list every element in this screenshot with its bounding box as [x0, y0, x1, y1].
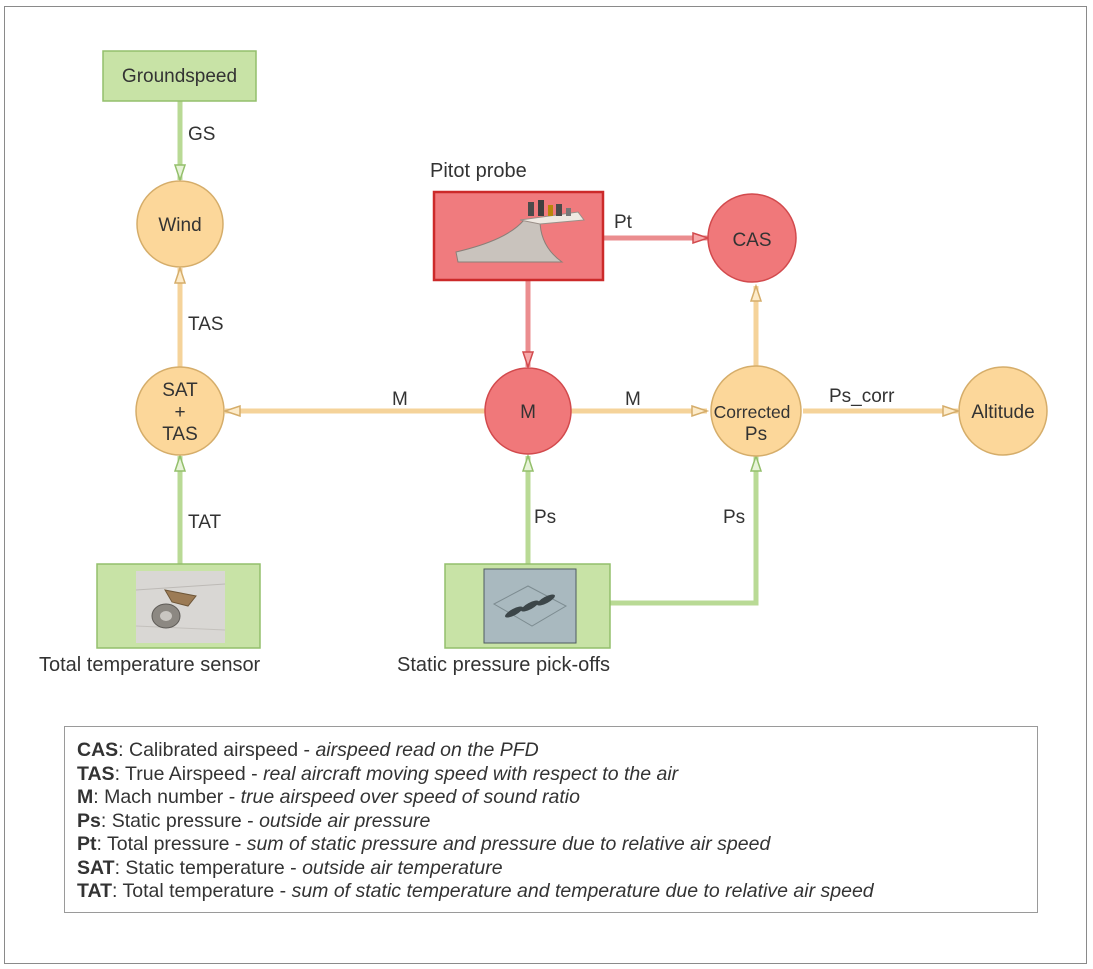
- cas-label: CAS: [732, 230, 771, 251]
- legend-row-pt: Pt: Total pressure - sum of static press…: [77, 833, 1025, 857]
- legend-desc: : Mach number -: [93, 786, 241, 808]
- altitude-label: Altitude: [971, 402, 1034, 423]
- edge-label-tas: TAS: [188, 314, 224, 335]
- legend-note: sum of static pressure and pressure due …: [246, 833, 771, 855]
- legend-desc: : Total temperature -: [112, 880, 292, 902]
- legend-desc: : Static pressure -: [100, 809, 260, 832]
- figure-frame: [4, 6, 1087, 964]
- edge-label-ps-corr: Ps_corr: [829, 386, 895, 407]
- static-pressure-sensor: [444, 563, 611, 649]
- edge-label-tat: TAT: [188, 512, 221, 533]
- legend-row-sat: SAT: Static temperature - outside air te…: [77, 857, 1025, 881]
- legend-note: sum of static temperature and temperatur…: [291, 880, 874, 902]
- legend-note: airspeed read on the PFD: [315, 739, 539, 761]
- pitot-probe-image: [455, 200, 585, 263]
- static-pressure-image: [483, 568, 577, 644]
- legend-desc: : Total pressure -: [96, 833, 247, 855]
- pitot-caption: Pitot probe: [430, 160, 527, 182]
- altitude-node: Altitude: [958, 366, 1048, 456]
- edge-label-pt: Pt: [614, 212, 633, 233]
- edge-label-m-right: M: [625, 389, 641, 410]
- sat-tas-line-3: TAS: [162, 424, 198, 445]
- legend-term: CAS: [77, 739, 119, 761]
- legend-term: Ps: [77, 809, 101, 832]
- sat-tas-line-1: SAT: [162, 380, 198, 401]
- legend-term: M: [77, 786, 94, 808]
- legend-term: Pt: [77, 833, 97, 855]
- edge-label-ps-right: Ps: [723, 507, 745, 528]
- groundspeed-label: Groundspeed: [122, 66, 237, 87]
- wind-node: Wind: [136, 180, 224, 268]
- sat-tas-node: SAT + TAS: [135, 366, 225, 456]
- total-temperature-caption: Total temperature sensor: [39, 654, 261, 676]
- legend-note: outside air pressure: [259, 809, 431, 832]
- legend-term: TAS: [77, 762, 115, 785]
- legend-row-m: M: Mach number - true airspeed over spee…: [77, 786, 1025, 810]
- legend-row-cas: CAS: Calibrated airspeed - airspeed read…: [77, 739, 1025, 763]
- legend-term: TAT: [77, 880, 113, 902]
- legend-row-tat: TAT: Total temperature - sum of static t…: [77, 880, 1025, 904]
- edge-ps-right: [610, 456, 756, 606]
- corrected-ps-node: Corrected Ps: [710, 365, 802, 457]
- edge-label-gs: GS: [188, 124, 215, 145]
- pitot-probe-sensor: [432, 190, 605, 282]
- mach-label: M: [520, 402, 536, 423]
- legend-note: true airspeed over speed of sound ratio: [240, 786, 580, 808]
- edge-label-ps-mid: Ps: [534, 507, 556, 528]
- legend-note: outside air temperature: [302, 856, 503, 879]
- static-pressure-caption: Static pressure pick-offs: [397, 654, 610, 676]
- legend-term: SAT: [77, 856, 115, 879]
- cas-node: CAS: [707, 193, 797, 283]
- total-temperature-image: [135, 571, 226, 643]
- legend-desc: : Calibrated airspeed -: [118, 739, 316, 761]
- legend-desc: : Static temperature -: [114, 856, 303, 879]
- groundspeed-node: Groundspeed: [102, 50, 257, 102]
- legend-row-ps: Ps: Static pressure - outside air pressu…: [77, 810, 1025, 834]
- corrected-ps-line-2: Ps: [745, 424, 767, 445]
- mach-node: M: [484, 367, 572, 455]
- corrected-ps-line-1: Corrected: [714, 402, 791, 422]
- legend-desc: : True Airspeed -: [114, 762, 264, 785]
- total-temperature-sensor: [96, 563, 261, 649]
- legend-row-tas: TAS: True Airspeed - real aircraft movin…: [77, 763, 1025, 787]
- sat-tas-line-2: +: [174, 402, 185, 423]
- legend-note: real aircraft moving speed with respect …: [263, 762, 679, 785]
- wind-label: Wind: [158, 215, 201, 236]
- edge-label-m-left: M: [392, 389, 408, 410]
- legend-box: CAS: Calibrated airspeed - airspeed read…: [64, 726, 1038, 913]
